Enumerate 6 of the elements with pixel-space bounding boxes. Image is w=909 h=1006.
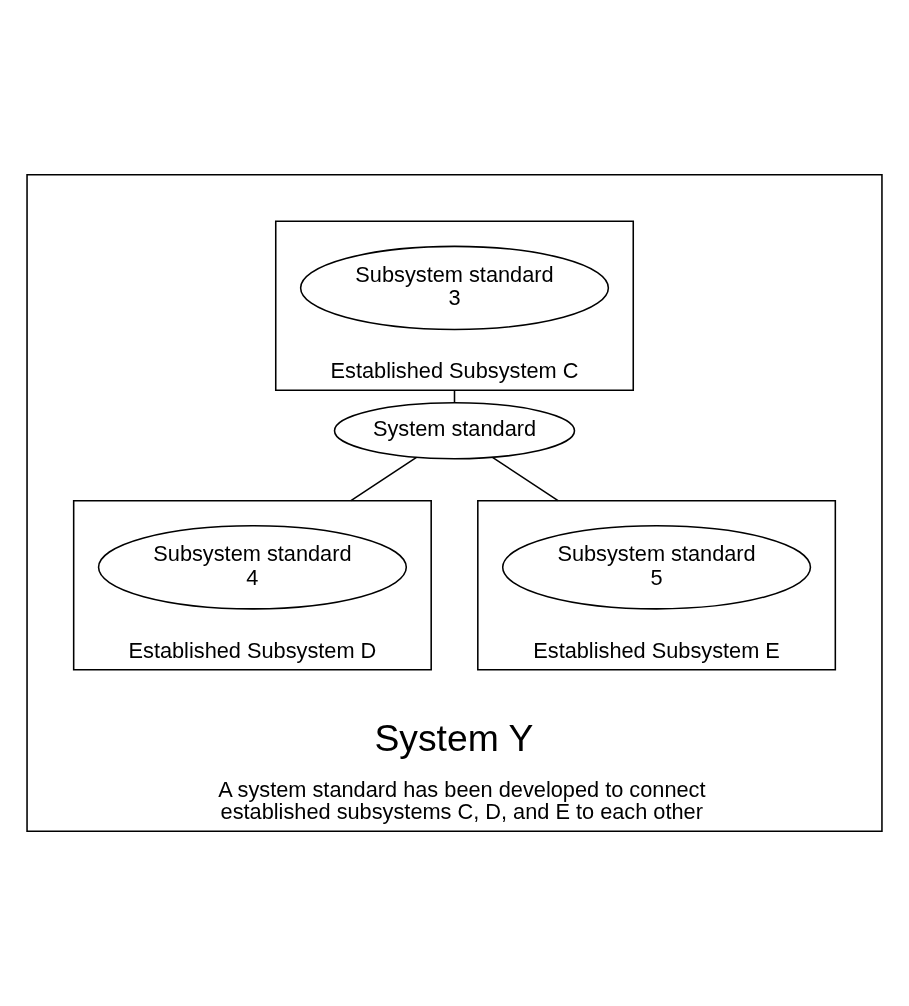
node-ellipse: Subsystem standard 4: [97, 524, 408, 610]
connector: [350, 456, 418, 502]
node-ellipse: Subsystem standard 3: [299, 245, 610, 331]
node-ellipse: System standard: [333, 401, 576, 460]
connector: [491, 456, 559, 502]
node-ellipse: Subsystem standard 5: [501, 524, 812, 610]
